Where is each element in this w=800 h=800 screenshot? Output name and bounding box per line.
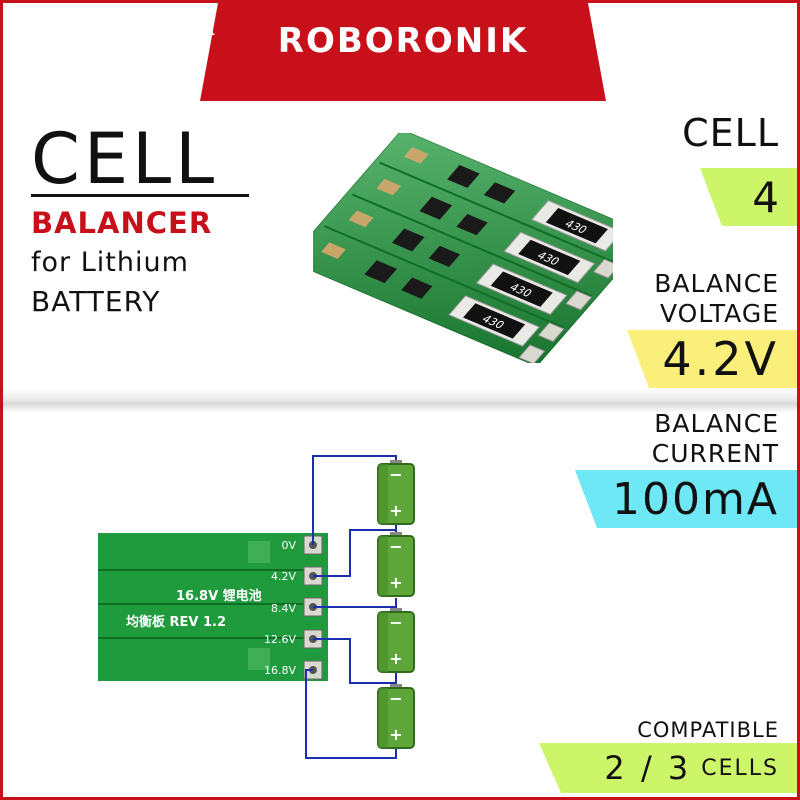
battery-1: − + [377,460,415,525]
title-for-lithium: for Lithium [31,247,189,278]
spec-compat-label: COMPATIBLE [637,718,779,742]
spec-cell-value: 4 [752,172,779,222]
spec-current-tag: 100mA [575,470,797,528]
spec-compat-value: 2 / 3 [604,749,692,787]
svg-text:−: − [389,465,402,484]
svg-text:+: + [389,573,402,592]
pcb-text-line2: 均衡板 REV 1.2 [126,614,226,630]
balancer-board-image: 430 430 430 430 [313,133,613,363]
svg-text:−: − [389,613,402,632]
battery-4: − + [377,684,415,749]
battery-2: − + [377,532,415,597]
spec-voltage-label1: BALANCE [654,269,779,298]
spec-compat-unit: CELLS [701,755,779,781]
spec-current-label2: CURRENT [651,439,779,468]
terminal-label: 8.4V [271,602,296,615]
title-balancer: BALANCER [31,206,213,240]
up-arrow-icon [189,21,215,55]
title-battery: BATTERY [31,285,161,318]
svg-text:+: + [389,725,402,744]
brand-right: RONIK [395,21,529,61]
terminal-label: 0V [281,539,296,552]
svg-text:+: + [389,501,402,520]
spec-cell-label: CELL [682,111,779,155]
panel-divider [3,403,797,413]
title-cell: CELL [31,118,219,200]
battery-3: − + [377,608,415,673]
spec-voltage-value: 4.2V [662,332,779,386]
board-rows [323,161,613,329]
svg-text:−: − [389,689,402,708]
terminal-label: 16.8V [264,664,296,677]
spec-voltage-label2: VOLTAGE [660,299,779,328]
brand-left: ROBO [277,21,396,61]
title-underline [31,194,249,197]
diagram-pcb [98,533,328,681]
spec-current-value: 100mA [612,473,779,525]
spec-voltage-tag: 4.2V [627,330,797,388]
svg-text:+: + [389,649,402,668]
spec-current-label1: BALANCE [654,409,779,438]
spec-compat-tag: 2 / 3 CELLS [539,743,797,793]
wiring-diagram: 16.8V 锂电池 均衡板 REV 1.2 0V 4.2V 8.4V 12.6V… [98,455,415,759]
svg-text:−: − [389,537,402,556]
pcb-text-line1: 16.8V 锂电池 [176,588,262,604]
battery-stack: − + − + − + − + [377,460,415,749]
spec-cell-tag: 4 [700,168,797,226]
terminal-label: 12.6V [264,633,296,646]
terminal-label: 4.2V [271,570,296,583]
